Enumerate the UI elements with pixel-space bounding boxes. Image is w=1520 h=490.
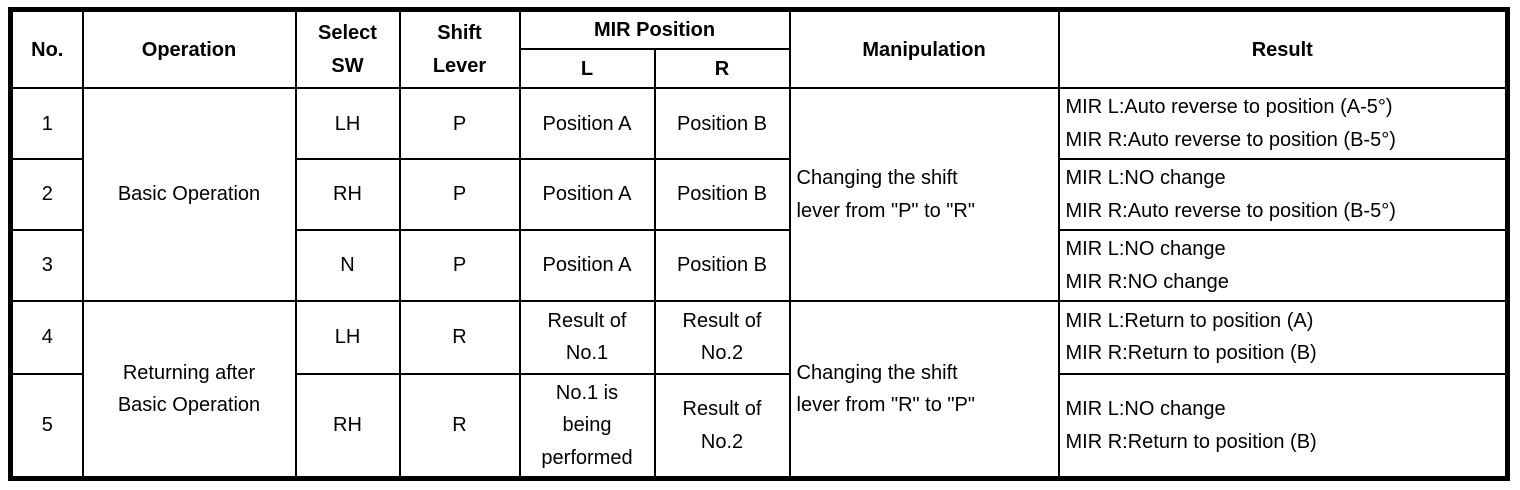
cell-no: 3 bbox=[9, 229, 84, 302]
table-header: No. Operation Select SW Shift Lever MIR … bbox=[9, 8, 1509, 90]
cell-mir-r: Result of No.2 bbox=[653, 299, 791, 375]
header-row-sub: L R bbox=[11, 48, 1508, 90]
column-header-mir-r: R bbox=[653, 48, 791, 90]
cell-mir-l: No.1 is being performed bbox=[518, 372, 656, 480]
cell-result: MIR L:NO change MIR R:NO change bbox=[1057, 229, 1509, 302]
cell-no: 2 bbox=[9, 158, 84, 232]
cell-result: MIR L:Return to position (A) MIR R:Retur… bbox=[1057, 299, 1509, 375]
column-header-no: No. bbox=[9, 8, 84, 90]
cell-no: 4 bbox=[9, 299, 84, 375]
cell-no: 5 bbox=[9, 372, 84, 480]
cell-shift-lever: R bbox=[398, 372, 521, 480]
cell-select-sw: LH bbox=[294, 299, 401, 375]
cell-manipulation: Changing the shift lever from "R" to "P" bbox=[788, 299, 1060, 480]
table-row-5: 5 RH R No.1 is being performed Result of… bbox=[9, 372, 1509, 480]
cell-result: MIR L:NO change MIR R:Return to position… bbox=[1057, 372, 1509, 480]
cell-select-sw: RH bbox=[294, 372, 401, 480]
cell-result: MIR L:Auto reverse to position (A-5°) MI… bbox=[1057, 87, 1509, 161]
table-row-4: 4 Returning after Basic Operation LH R R… bbox=[9, 299, 1509, 480]
cell-shift-lever: P bbox=[398, 158, 521, 232]
table-row-1: 1 Basic Operation LH P Position A Positi… bbox=[9, 87, 1509, 302]
cell-mir-l: Position A bbox=[518, 158, 656, 232]
cell-select-sw: LH bbox=[294, 87, 401, 161]
column-header-mir-l: L bbox=[518, 48, 656, 90]
cell-operation: Basic Operation bbox=[81, 87, 297, 302]
cell-mir-l: Position A bbox=[518, 87, 656, 161]
cell-manipulation: Changing the shift lever from "P" to "R" bbox=[788, 87, 1060, 302]
cell-mir-l: Position A bbox=[518, 229, 656, 302]
cell-no: 1 bbox=[9, 87, 84, 161]
cell-select-sw: RH bbox=[294, 158, 401, 232]
cell-shift-lever: P bbox=[398, 87, 521, 161]
cell-mir-r: Position B bbox=[653, 158, 791, 232]
cell-shift-lever: R bbox=[398, 299, 521, 375]
column-header-result: Result bbox=[1057, 8, 1509, 90]
column-header-mir-position: MIR Position bbox=[518, 8, 791, 51]
table-row-3: 3 N P Position A Position B MIR L:NO cha… bbox=[9, 229, 1509, 302]
cell-operation: Returning after Basic Operation bbox=[81, 299, 297, 480]
column-header-shift-lever: Shift Lever bbox=[398, 8, 521, 90]
cell-mir-l: Result of No.1 bbox=[518, 299, 656, 375]
cell-shift-lever: P bbox=[398, 229, 521, 302]
column-header-operation: Operation bbox=[81, 8, 297, 90]
cell-result: MIR L:NO change MIR R:Auto reverse to po… bbox=[1057, 158, 1509, 232]
cell-select-sw: N bbox=[294, 229, 401, 302]
cell-mir-r: Position B bbox=[653, 229, 791, 302]
column-header-select-sw: Select SW bbox=[294, 8, 401, 90]
table-row-2: 2 RH P Position A Position B MIR L:NO ch… bbox=[9, 158, 1509, 232]
cell-mir-r: Position B bbox=[653, 87, 791, 161]
mir-operation-table: No. Operation Select SW Shift Lever MIR … bbox=[8, 7, 1511, 482]
cell-mir-r: Result of No.2 bbox=[653, 372, 791, 480]
header-row-top: No. Operation Select SW Shift Lever MIR … bbox=[9, 8, 1509, 90]
table-body: 1 Basic Operation LH P Position A Positi… bbox=[9, 87, 1509, 480]
column-header-manipulation: Manipulation bbox=[788, 8, 1060, 90]
